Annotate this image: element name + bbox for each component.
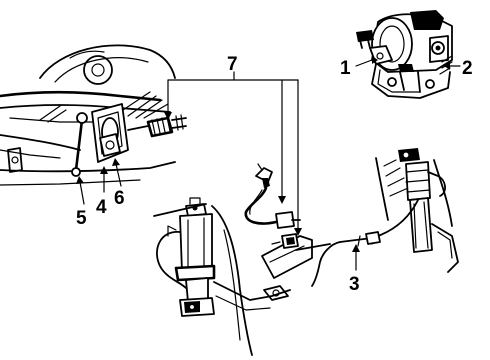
callout-1: 1	[340, 58, 351, 79]
callout-3: 3	[349, 274, 360, 295]
air-line-fitting	[244, 163, 301, 249]
callout-5: 5	[76, 208, 87, 229]
callout-4: 4	[96, 197, 107, 218]
callout-6: 6	[114, 188, 125, 209]
callout-7: 7	[227, 54, 238, 75]
inner-fender-panel	[153, 203, 313, 356]
callout-2: 2	[462, 58, 473, 79]
front-air-strut	[156, 197, 216, 317]
height-sensor-assembly	[71, 103, 187, 177]
leader-lines	[76, 56, 461, 271]
rear-air-strut	[295, 148, 459, 287]
air-compressor-assembly	[356, 10, 453, 99]
vehicle-body-illustration	[0, 44, 176, 186]
